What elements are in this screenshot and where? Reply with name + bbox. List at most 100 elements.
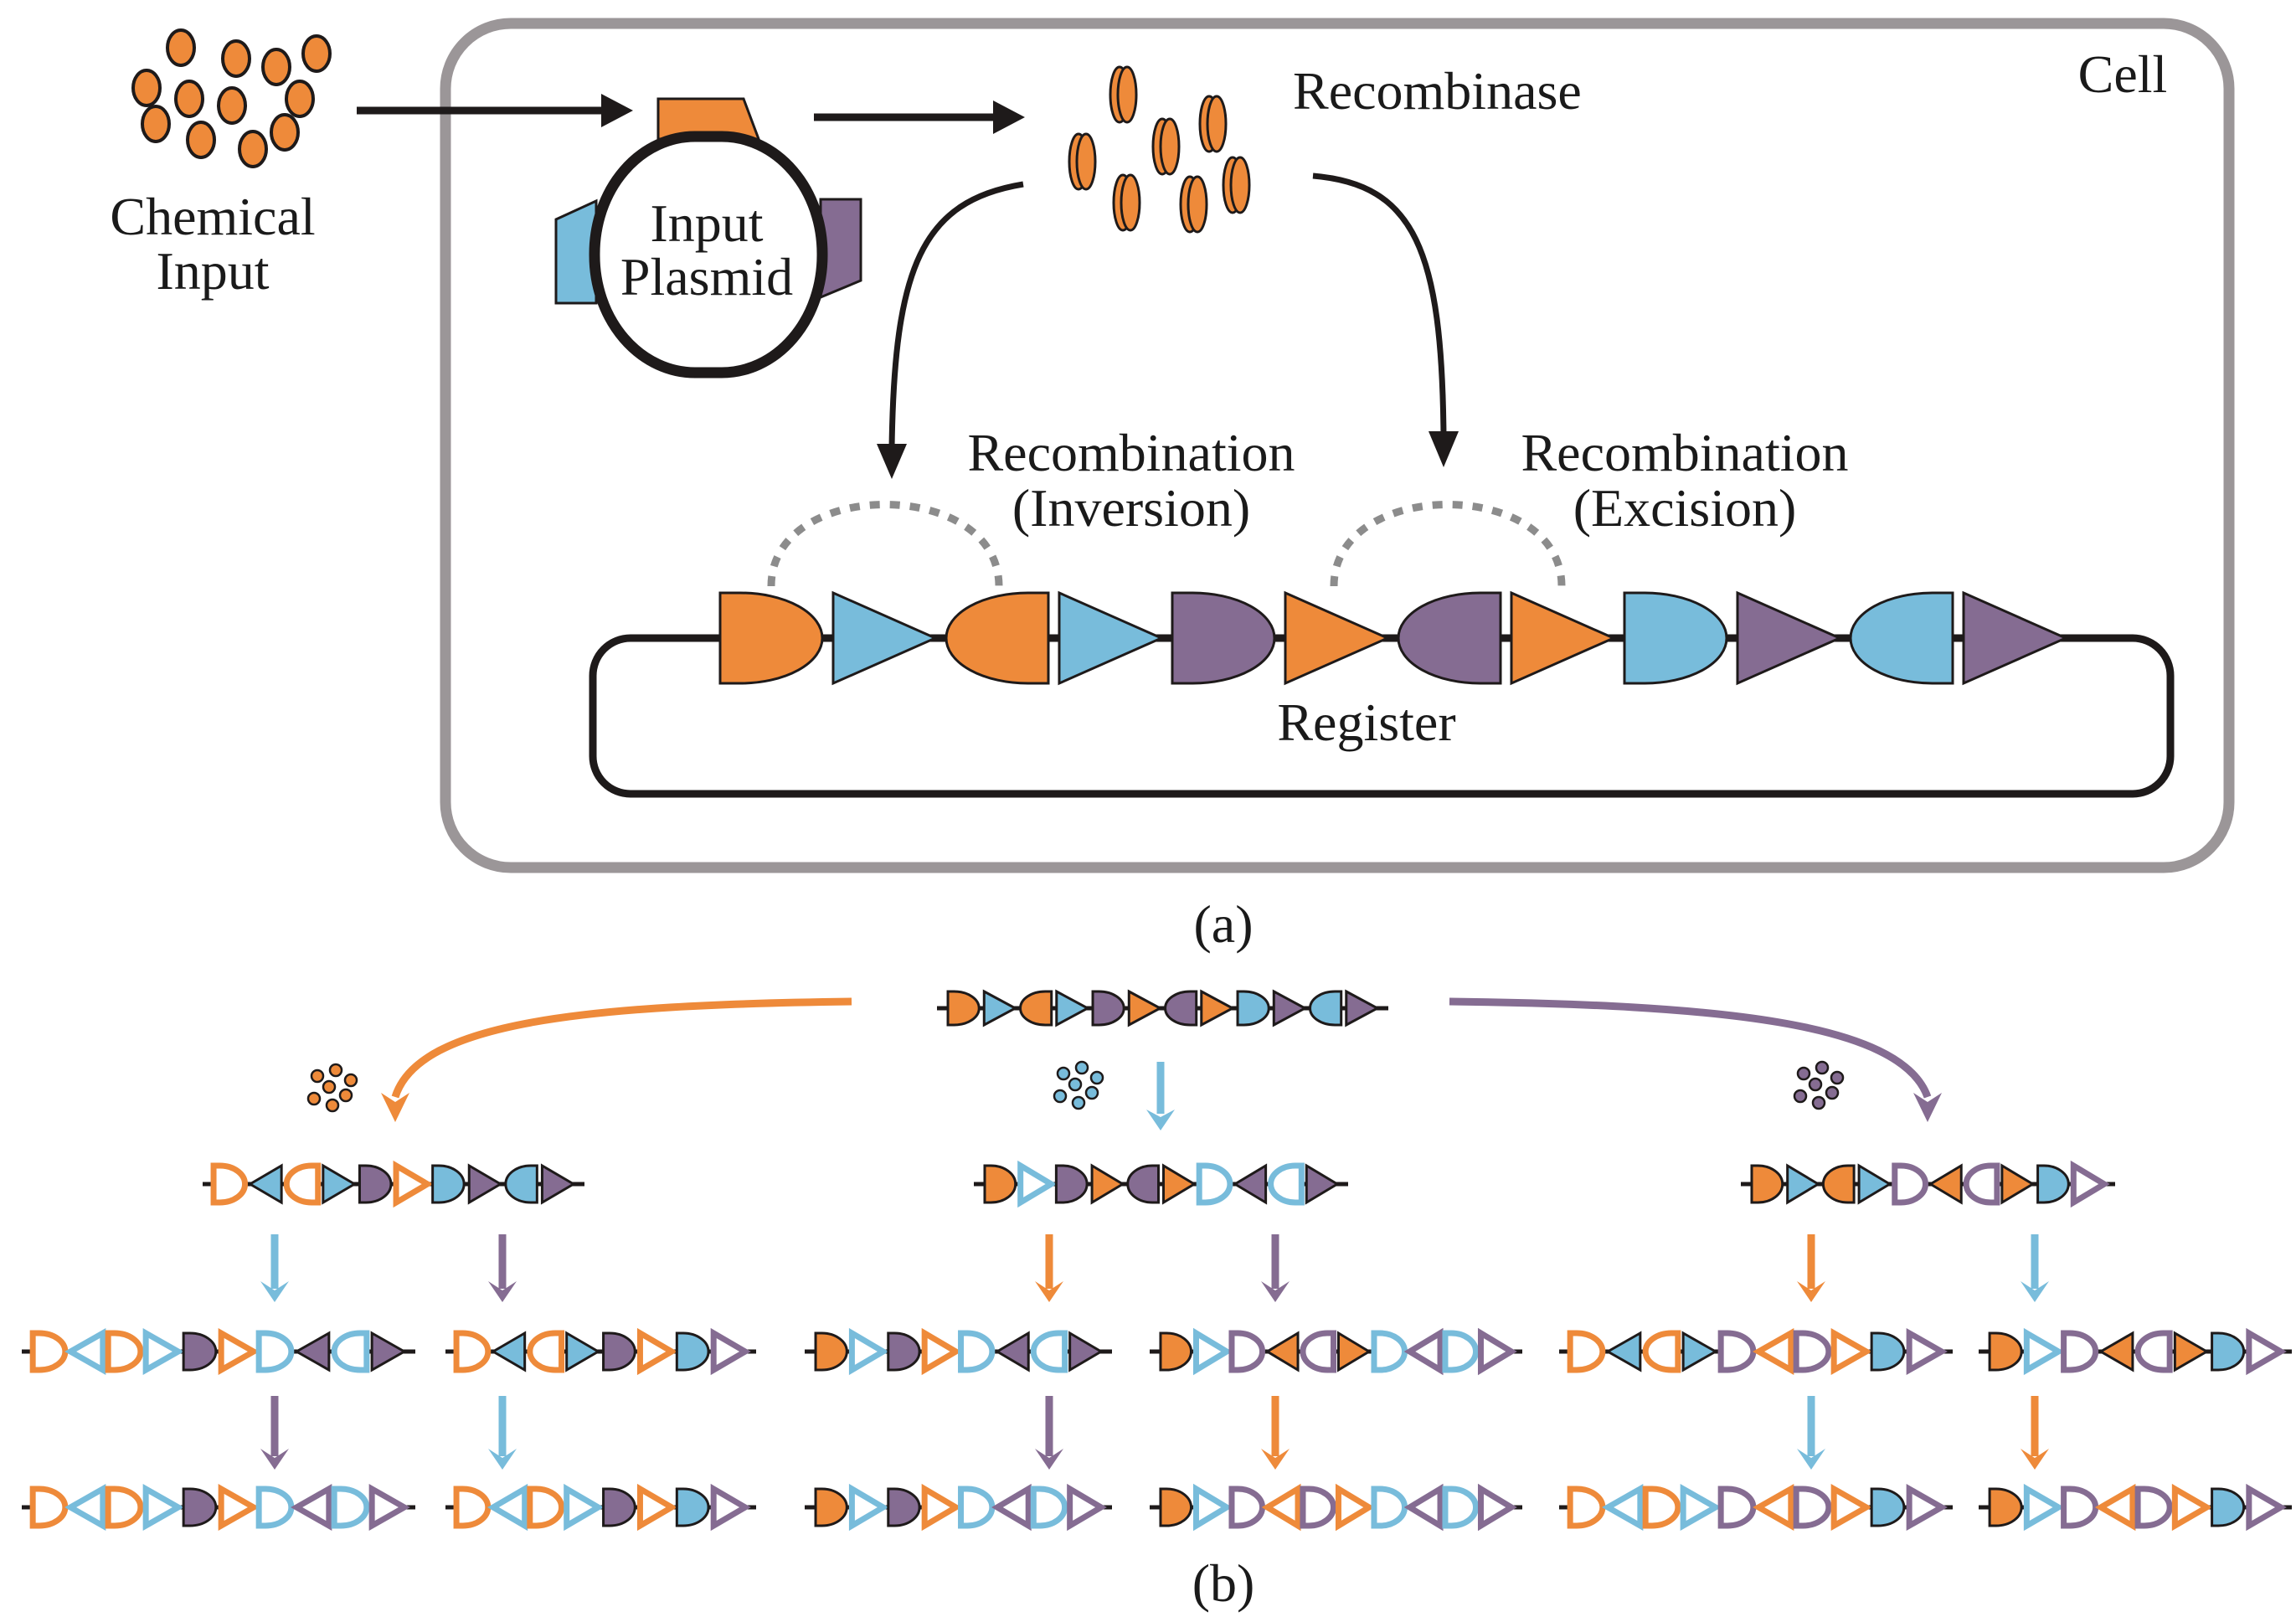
part-purple-site-forward-recombined bbox=[368, 1483, 410, 1532]
inversion-dashed-arc bbox=[767, 501, 1003, 587]
part-blue-site-forward bbox=[565, 1331, 601, 1372]
input-plasmid bbox=[554, 97, 862, 379]
recombinase-protein bbox=[1151, 117, 1181, 176]
part-purple-site-forward-recombined bbox=[710, 1327, 751, 1376]
part-orange-half-disc-forward-recombined bbox=[453, 1330, 492, 1373]
part-blue-site-forward-recombined bbox=[2023, 1327, 2065, 1376]
part-purple-half-disc-forward-recombined bbox=[1717, 1486, 1757, 1529]
blue-inducer-arrow-to-level2 bbox=[2021, 1234, 2049, 1302]
part-orange-half-disc-forward-recombined bbox=[1567, 1330, 1606, 1373]
part-purple-half-disc-forward bbox=[887, 1487, 921, 1527]
excision-label-line2: (Excision) bbox=[1573, 478, 1797, 538]
part-blue-site-reverse-recombined bbox=[1602, 1483, 1644, 1532]
part-blue-site-forward-recombined bbox=[848, 1327, 889, 1376]
part-blue-half-disc-reverse bbox=[1309, 990, 1343, 1027]
part-purple-half-disc-forward-recombined bbox=[1892, 1162, 1928, 1206]
part-purple-site-forward bbox=[1345, 989, 1381, 1027]
part-purple-site-forward-recombined bbox=[710, 1483, 751, 1532]
part-purple-half-disc-reverse-recombined bbox=[2134, 1330, 2173, 1373]
part-orange-half-disc-forward-recombined bbox=[527, 1486, 564, 1529]
register-state-level2-orange bbox=[1559, 1327, 1953, 1376]
chemical-molecule bbox=[141, 105, 171, 143]
part-blue-half-disc-forward bbox=[2036, 1164, 2070, 1204]
part-purple-half-disc-forward bbox=[602, 1331, 636, 1372]
plasmid-ring bbox=[589, 131, 828, 379]
inversion-label-line1: Recombination bbox=[967, 423, 1295, 482]
part-purple-site-forward bbox=[370, 1331, 407, 1372]
part-orange-half-disc-forward-recombined bbox=[105, 1330, 144, 1373]
part-orange-half-disc-forward-recombined bbox=[29, 1486, 69, 1529]
part-blue-half-disc-forward-recombined bbox=[1196, 1162, 1233, 1206]
part-purple-site-reverse bbox=[1232, 1163, 1268, 1205]
part-purple-site-forward-recombined bbox=[1906, 1483, 1948, 1532]
part-blue-half-disc-forward bbox=[1870, 1487, 1906, 1527]
part-orange-site-forward bbox=[1284, 590, 1391, 686]
excision-dashed-arc bbox=[1330, 501, 1566, 587]
register-state-level1-orange bbox=[203, 1160, 584, 1208]
blue-inducer-arrow-to-level3 bbox=[1797, 1396, 1825, 1470]
purple-inducer-arrow bbox=[1449, 997, 1942, 1122]
chemical-molecule bbox=[217, 86, 247, 125]
recombinase-label: Recombinase bbox=[1293, 61, 1582, 121]
part-orange-site-reverse bbox=[1264, 1331, 1300, 1372]
chemical-input-molecules bbox=[131, 28, 332, 168]
chemical-molecule bbox=[270, 113, 300, 152]
part-blue-half-disc-forward-recombined bbox=[1442, 1486, 1479, 1529]
part-orange-site-reverse-recombined bbox=[2094, 1483, 2136, 1532]
part-blue-site-forward bbox=[982, 989, 1018, 1027]
part-blue-site-forward bbox=[831, 590, 939, 686]
part-purple-half-disc-forward bbox=[602, 1487, 636, 1527]
orange-inducer-molecules bbox=[306, 1063, 358, 1113]
part-orange-site-forward-recombined bbox=[393, 1160, 434, 1208]
panel-a: Cell Chemical Input Input Plasmid Recomb… bbox=[110, 18, 2235, 954]
part-orange-site-forward-recombined bbox=[921, 1483, 962, 1532]
part-orange-site-forward bbox=[1336, 1331, 1372, 1372]
part-orange-half-disc-reverse-recombined bbox=[527, 1330, 565, 1373]
part-blue-half-disc-reverse bbox=[504, 1164, 538, 1204]
part-orange-half-disc-forward bbox=[814, 1487, 848, 1527]
part-purple-half-disc-forward-recombined bbox=[1228, 1330, 1265, 1373]
chemical-molecule bbox=[261, 48, 291, 86]
register-parts bbox=[718, 590, 2069, 686]
part-blue-half-disc-forward bbox=[2211, 1331, 2246, 1372]
part-blue-site-forward bbox=[1857, 1163, 1892, 1205]
chemical-molecule bbox=[131, 69, 162, 107]
part-orange-half-disc-reverse-recombined bbox=[1642, 1330, 1681, 1373]
part-purple-half-disc-forward bbox=[182, 1487, 218, 1527]
part-purple-site-reverse bbox=[294, 1331, 331, 1372]
part-orange-half-disc-forward bbox=[718, 591, 824, 685]
panel-b: (b) bbox=[22, 989, 2292, 1613]
part-purple-half-disc-forward bbox=[358, 1164, 393, 1204]
register-state-level2-blue bbox=[1979, 1327, 2292, 1376]
part-blue-half-disc-forward-recombined bbox=[958, 1486, 996, 1529]
part-orange-half-disc-forward-recombined bbox=[453, 1486, 492, 1529]
recombinase-protein bbox=[1068, 132, 1097, 191]
register-state-level3-orange bbox=[1979, 1483, 2292, 1532]
part-blue-half-disc-forward bbox=[675, 1331, 710, 1372]
part-orange-site-reverse bbox=[2098, 1331, 2134, 1372]
part-orange-site-forward-recombined bbox=[921, 1327, 962, 1376]
part-orange-site-forward-recombined bbox=[636, 1483, 678, 1532]
part-blue-half-disc-forward-recombined bbox=[1371, 1330, 1408, 1373]
part-orange-half-disc-forward-recombined bbox=[105, 1486, 144, 1529]
purple-inducer-arrow-to-level2 bbox=[1261, 1234, 1290, 1302]
part-purple-half-disc-reverse-recombined bbox=[1300, 1330, 1337, 1373]
part-blue-half-disc-reverse-recombined bbox=[331, 1330, 370, 1373]
part-purple-half-disc-reverse-recombined bbox=[1963, 1162, 2000, 1206]
part-purple-site-reverse-recombined bbox=[1403, 1483, 1444, 1532]
part-purple-half-disc-forward-recombined bbox=[1793, 1330, 1832, 1373]
part-orange-site-forward bbox=[2000, 1163, 2036, 1205]
part-blue-site-forward-recombined bbox=[1680, 1483, 1722, 1532]
part-orange-site-forward bbox=[2173, 1331, 2210, 1372]
part-purple-site-forward-recombined bbox=[1906, 1327, 1948, 1376]
chemical-molecule bbox=[174, 80, 204, 118]
register-label: Register bbox=[1277, 693, 1455, 752]
part-blue-site-forward-recombined bbox=[1192, 1483, 1233, 1532]
cell-membrane bbox=[440, 18, 2235, 873]
part-orange-half-disc-forward bbox=[946, 990, 981, 1027]
chemical-molecule bbox=[238, 130, 268, 168]
chemical-molecule bbox=[221, 39, 251, 78]
recombinase-protein bbox=[1222, 156, 1251, 214]
